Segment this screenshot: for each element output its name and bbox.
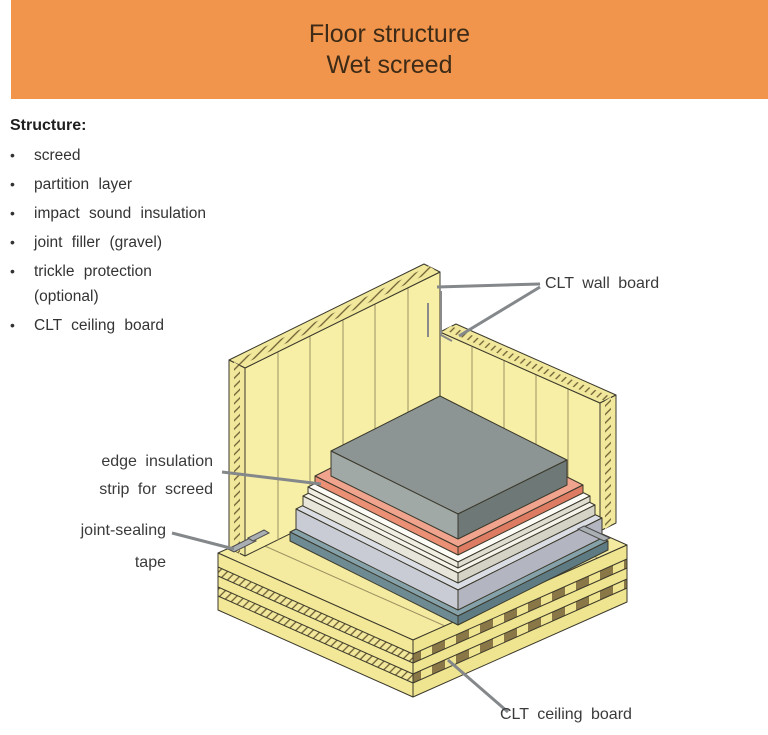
structure-item-trickle-protection: • trickle protection [10, 263, 152, 280]
structure-item-screed: • screed [10, 147, 81, 164]
bullet-icon: • [10, 317, 15, 333]
clt-wall-left [228, 263, 441, 557]
page-title-line2: Wet screed [326, 50, 453, 79]
label-edge-insulation-line2: strip for screed [99, 481, 213, 498]
bullet-icon: • [10, 147, 15, 163]
structure-item-trickle-note: (optional) [34, 288, 99, 305]
wall-corner-joint-marks [427, 291, 453, 342]
header-banner: Floor structure Wet screed [11, 0, 768, 99]
label-clt-ceiling-board: CLT ceiling board [500, 706, 632, 723]
structure-heading: Structure: [10, 117, 87, 134]
joint-sealing-tape-right [576, 525, 612, 542]
wall-board-pointer-lines [436, 282, 541, 338]
joint-sealing-tape-left [226, 529, 271, 553]
bullet-icon: • [10, 263, 15, 279]
label-joint-sealing-line2: tape [135, 554, 166, 571]
slab-crosslayer-blocks [412, 578, 628, 684]
left-wall-end-hatch [234, 362, 240, 554]
partition-right [457, 495, 591, 569]
slab-crosslayer-blocks [412, 558, 628, 664]
tape-strip [576, 525, 612, 542]
bullet-icon: • [10, 234, 15, 250]
edge-insulation-pointer-line [221, 470, 322, 486]
label-edge-insulation-line1: edge insulation [101, 453, 213, 470]
left-wall-plank-lines [277, 288, 409, 540]
structure-item-clt-ceiling-board: • CLT ceiling board [10, 317, 165, 334]
screed-right [457, 459, 568, 540]
label-clt-wall-board: CLT wall board [545, 275, 659, 292]
page-title-line1: Floor structure [308, 19, 471, 48]
label-joint-sealing-line1: joint-sealing [80, 522, 166, 539]
tape-strip [226, 537, 258, 553]
left-wall-top-hatch [234, 266, 435, 366]
bullet-icon: • [10, 205, 15, 221]
structure-list: Structure: • screed • partition layer • … [10, 117, 260, 345]
right-wall-plank-lines [471, 346, 569, 517]
joint-sealing-pointer-line [171, 531, 235, 551]
right-wall-end-hatch [605, 397, 611, 529]
structure-item-partition-layer: • partition layer [10, 176, 133, 193]
right-wall-top-hatch [445, 326, 611, 401]
screed-layer [330, 395, 568, 540]
structure-item-joint-filler: • joint filler (gravel) [10, 234, 163, 251]
bullet-icon: • [10, 176, 15, 192]
structure-item-impact-sound-insulation: • impact sound insulation [10, 205, 206, 222]
insulation-right [457, 504, 596, 584]
ceiling-board-pointer-line [447, 658, 509, 714]
edge-strip-right [457, 484, 584, 556]
trickle-right [457, 540, 609, 626]
tape-strip [246, 529, 271, 542]
